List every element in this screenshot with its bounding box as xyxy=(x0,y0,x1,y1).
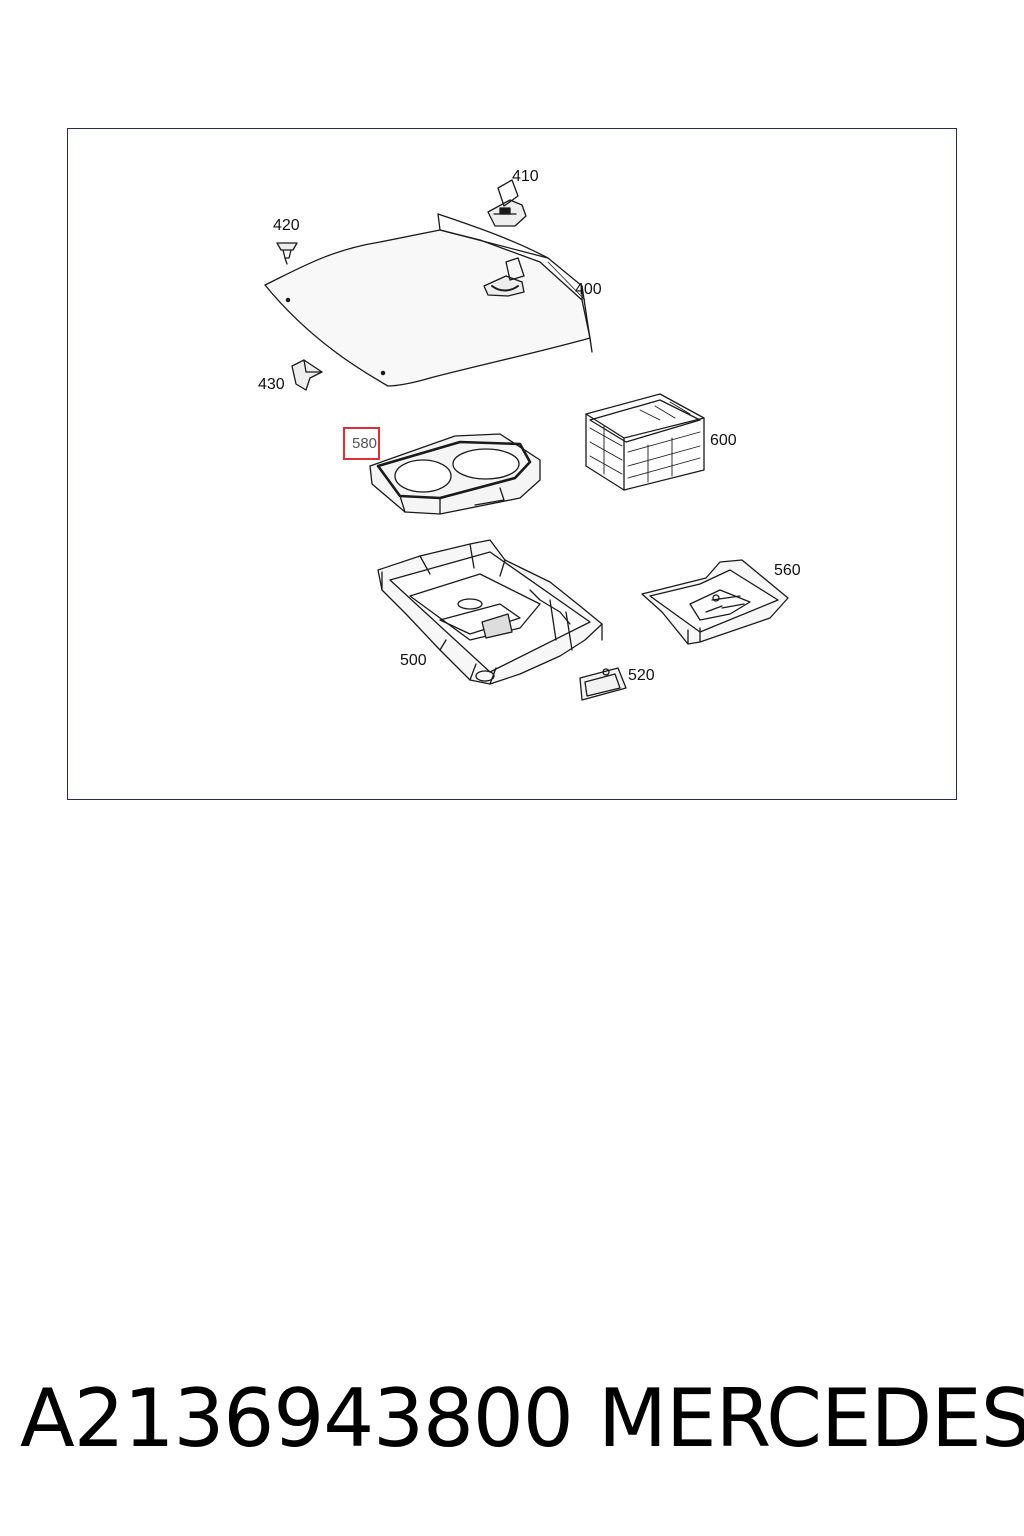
part-number: A2136943800 xyxy=(20,1372,574,1465)
callout-560: 560 xyxy=(774,562,801,579)
callout-430: 430 xyxy=(258,376,285,393)
callout-420: 420 xyxy=(273,217,300,234)
callout-500: 500 xyxy=(400,652,427,669)
part-400-load-floor xyxy=(264,213,593,387)
callout-410: 410 xyxy=(512,168,539,185)
part-560-tool-tray xyxy=(641,559,789,645)
part-430-bracket xyxy=(291,359,323,391)
part-580-insert-tray xyxy=(369,433,541,515)
part-400-handle-lower xyxy=(483,257,525,297)
brand-name: MERCEDES xyxy=(598,1372,1024,1465)
part-410-handle xyxy=(487,179,527,227)
diagram-frame xyxy=(67,128,957,800)
callout-520: 520 xyxy=(628,667,655,684)
part-520-small-tray xyxy=(579,667,627,701)
callout-600: 600 xyxy=(710,432,737,449)
callout-400: 400 xyxy=(575,281,602,298)
part-500-storage-well xyxy=(377,539,603,685)
part-420-clip xyxy=(276,242,298,265)
callout-580-highlighted[interactable]: 580 xyxy=(343,427,380,460)
part-600-crate xyxy=(585,393,705,491)
